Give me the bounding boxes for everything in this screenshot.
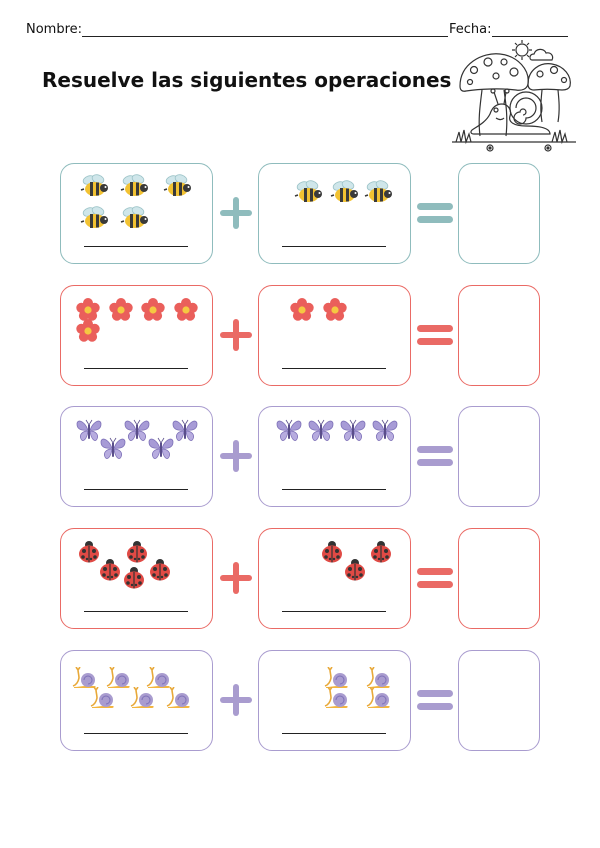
snail-icon <box>105 666 131 693</box>
right-group-box <box>258 163 411 264</box>
butterfly-icon <box>75 419 103 447</box>
left-group-box <box>60 406 213 507</box>
count-answer-line[interactable] <box>84 489 188 490</box>
count-answer-line[interactable] <box>84 246 188 247</box>
snail-icon <box>323 686 349 713</box>
bee-icon <box>119 206 151 236</box>
count-answer-line[interactable] <box>84 733 188 734</box>
sum-answer-box[interactable] <box>458 406 540 507</box>
date-label: Fecha: <box>449 22 492 37</box>
equals-sign-icon <box>416 201 454 231</box>
right-group-box <box>258 406 411 507</box>
bee-icon <box>329 180 361 210</box>
plus-sign-icon <box>218 317 254 357</box>
worksheet-header: Nombre: Fecha: <box>26 22 574 40</box>
flower-icon <box>141 298 165 326</box>
equals-sign-icon <box>416 566 454 596</box>
ladybug-icon <box>98 559 122 585</box>
flower-icon <box>290 298 314 326</box>
left-group-box <box>60 163 213 264</box>
ladybug-icon <box>125 541 149 567</box>
bee-icon <box>79 206 111 236</box>
snail-icon <box>365 686 391 713</box>
equals-sign-icon <box>416 688 454 718</box>
snail-icon <box>129 686 155 713</box>
right-group-box <box>258 285 411 386</box>
plus-sign-icon <box>218 195 254 235</box>
date-blank-line[interactable] <box>492 36 568 37</box>
butterfly-icon <box>339 419 367 447</box>
butterfly-icon <box>99 437 127 465</box>
count-answer-line[interactable] <box>84 611 188 612</box>
bee-icon <box>363 180 395 210</box>
snail-icon <box>145 666 171 693</box>
count-answer-line[interactable] <box>84 368 188 369</box>
count-answer-line[interactable] <box>282 489 386 490</box>
equals-sign-icon <box>416 323 454 353</box>
ladybug-icon <box>122 567 146 593</box>
butterfly-icon <box>371 419 399 447</box>
butterfly-icon <box>123 419 151 447</box>
sum-answer-box[interactable] <box>458 163 540 264</box>
ladybug-icon <box>77 541 101 567</box>
count-answer-line[interactable] <box>282 733 386 734</box>
bee-icon <box>162 174 194 204</box>
sum-answer-box[interactable] <box>458 650 540 751</box>
plus-sign-icon <box>218 682 254 722</box>
ladybug-icon <box>320 541 344 567</box>
snail-icon <box>89 686 115 713</box>
butterfly-icon <box>171 419 199 447</box>
flower-icon <box>76 298 100 326</box>
snail-icon <box>71 666 97 693</box>
name-label: Nombre: <box>26 22 83 37</box>
worksheet-title: Resuelve las siguientes operaciones <box>42 68 452 92</box>
sum-answer-box[interactable] <box>458 285 540 386</box>
butterfly-icon <box>147 437 175 465</box>
ladybug-icon <box>343 559 367 585</box>
left-group-box <box>60 285 213 386</box>
name-blank-line[interactable] <box>82 36 448 37</box>
mushroom-snail-illustration-icon <box>452 40 576 152</box>
bee-icon <box>119 174 151 204</box>
flower-icon <box>109 298 133 326</box>
right-group-box <box>258 528 411 629</box>
left-group-box <box>60 528 213 629</box>
bee-icon <box>79 174 111 204</box>
bee-icon <box>293 180 325 210</box>
snail-icon <box>165 686 191 713</box>
ladybug-icon <box>369 541 393 567</box>
plus-sign-icon <box>218 560 254 600</box>
equals-sign-icon <box>416 444 454 474</box>
count-answer-line[interactable] <box>282 246 386 247</box>
count-answer-line[interactable] <box>282 611 386 612</box>
flower-icon <box>76 319 100 347</box>
plus-sign-icon <box>218 438 254 478</box>
ladybug-icon <box>148 559 172 585</box>
flower-icon <box>323 298 347 326</box>
flower-icon <box>174 298 198 326</box>
butterfly-icon <box>307 419 335 447</box>
sum-answer-box[interactable] <box>458 528 540 629</box>
left-group-box <box>60 650 213 751</box>
butterfly-icon <box>275 419 303 447</box>
count-answer-line[interactable] <box>282 368 386 369</box>
right-group-box <box>258 650 411 751</box>
